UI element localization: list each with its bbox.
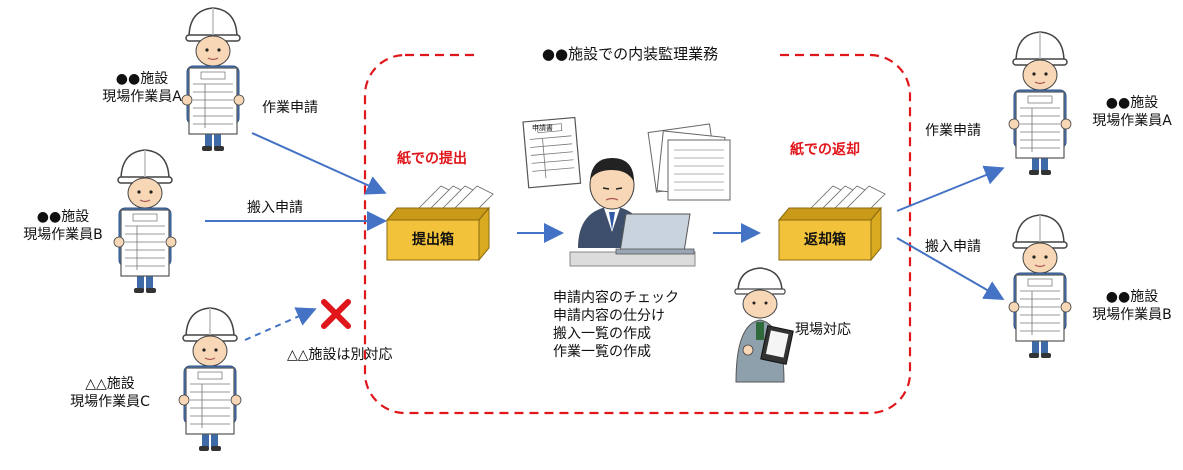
worker-left-b-figure — [113, 149, 177, 294]
work-request-in-label: 作業申請 — [262, 100, 318, 116]
site-support-worker-figure — [734, 267, 794, 383]
return-caption: 紙での返却 — [790, 142, 860, 158]
worker-right-a-figure — [1008, 31, 1072, 176]
worker-left-c-name: 現場作業員C — [70, 394, 150, 410]
worker-left-b-name: 現場作業員B — [23, 227, 103, 243]
frame-title: ●●施設での内装監理業務 — [541, 45, 719, 63]
worker-left-c-label: △△施設 現場作業員C — [60, 375, 160, 411]
worker-left-c-figure — [178, 307, 242, 452]
worker-left-a-name: 現場作業員A — [102, 89, 182, 105]
carry-in-request-in-label: 搬入申請 — [247, 200, 303, 216]
worker-left-a-facility: ●●施設 — [115, 71, 169, 87]
arrow-other-facility — [244, 307, 317, 341]
worker-left-b-label: ●●施設 現場作業員B — [17, 208, 109, 244]
arrow-work-request-in — [251, 132, 387, 195]
task-item: 申請内容のチェック — [553, 290, 679, 306]
worker-right-b-name: 現場作業員B — [1092, 307, 1172, 323]
task-item: 申請内容の仕分け — [553, 308, 665, 324]
work-request-out-label: 作業申請 — [925, 123, 981, 139]
worker-left-c-facility: △△施設 — [85, 376, 135, 392]
submit-box-label: 提出箱 — [412, 232, 454, 248]
worker-right-b-figure — [1008, 214, 1072, 359]
carry-in-request-out-label: 搬入申請 — [925, 239, 981, 255]
other-facility-note: △△施設は別対応 — [287, 347, 393, 363]
arrow-carry-in-request-out — [896, 237, 1005, 300]
worker-right-b-facility: ●●施設 — [1105, 289, 1159, 305]
reject-x-icon — [321, 299, 351, 329]
return-box-label: 返却箱 — [804, 232, 846, 248]
site-support-label: 現場対応 — [795, 322, 851, 338]
task-item: 搬入一覧の作成 — [553, 326, 651, 342]
worker-right-b-label: ●●施設 現場作業員B — [1082, 288, 1182, 324]
worker-right-a-name: 現場作業員A — [1092, 113, 1172, 129]
worker-left-b-facility: ●●施設 — [36, 209, 90, 225]
worker-left-a-label: ●●施設 現場作業員A — [92, 70, 192, 106]
task-item: 作業一覧の作成 — [553, 344, 651, 360]
worker-right-a-facility: ●●施設 — [1105, 95, 1159, 111]
arrow-work-request-out — [896, 165, 1005, 212]
worker-right-a-label: ●●施設 現場作業員A — [1082, 94, 1182, 130]
office-staff-figure — [569, 158, 696, 267]
paper-stack-graphic — [647, 123, 731, 201]
form-header-text: 申請書 — [532, 124, 553, 132]
submit-caption: 紙での提出 — [397, 151, 467, 167]
task-list: 申請内容のチェック 申請内容の仕分け 搬入一覧の作成 作業一覧の作成 — [553, 289, 679, 361]
